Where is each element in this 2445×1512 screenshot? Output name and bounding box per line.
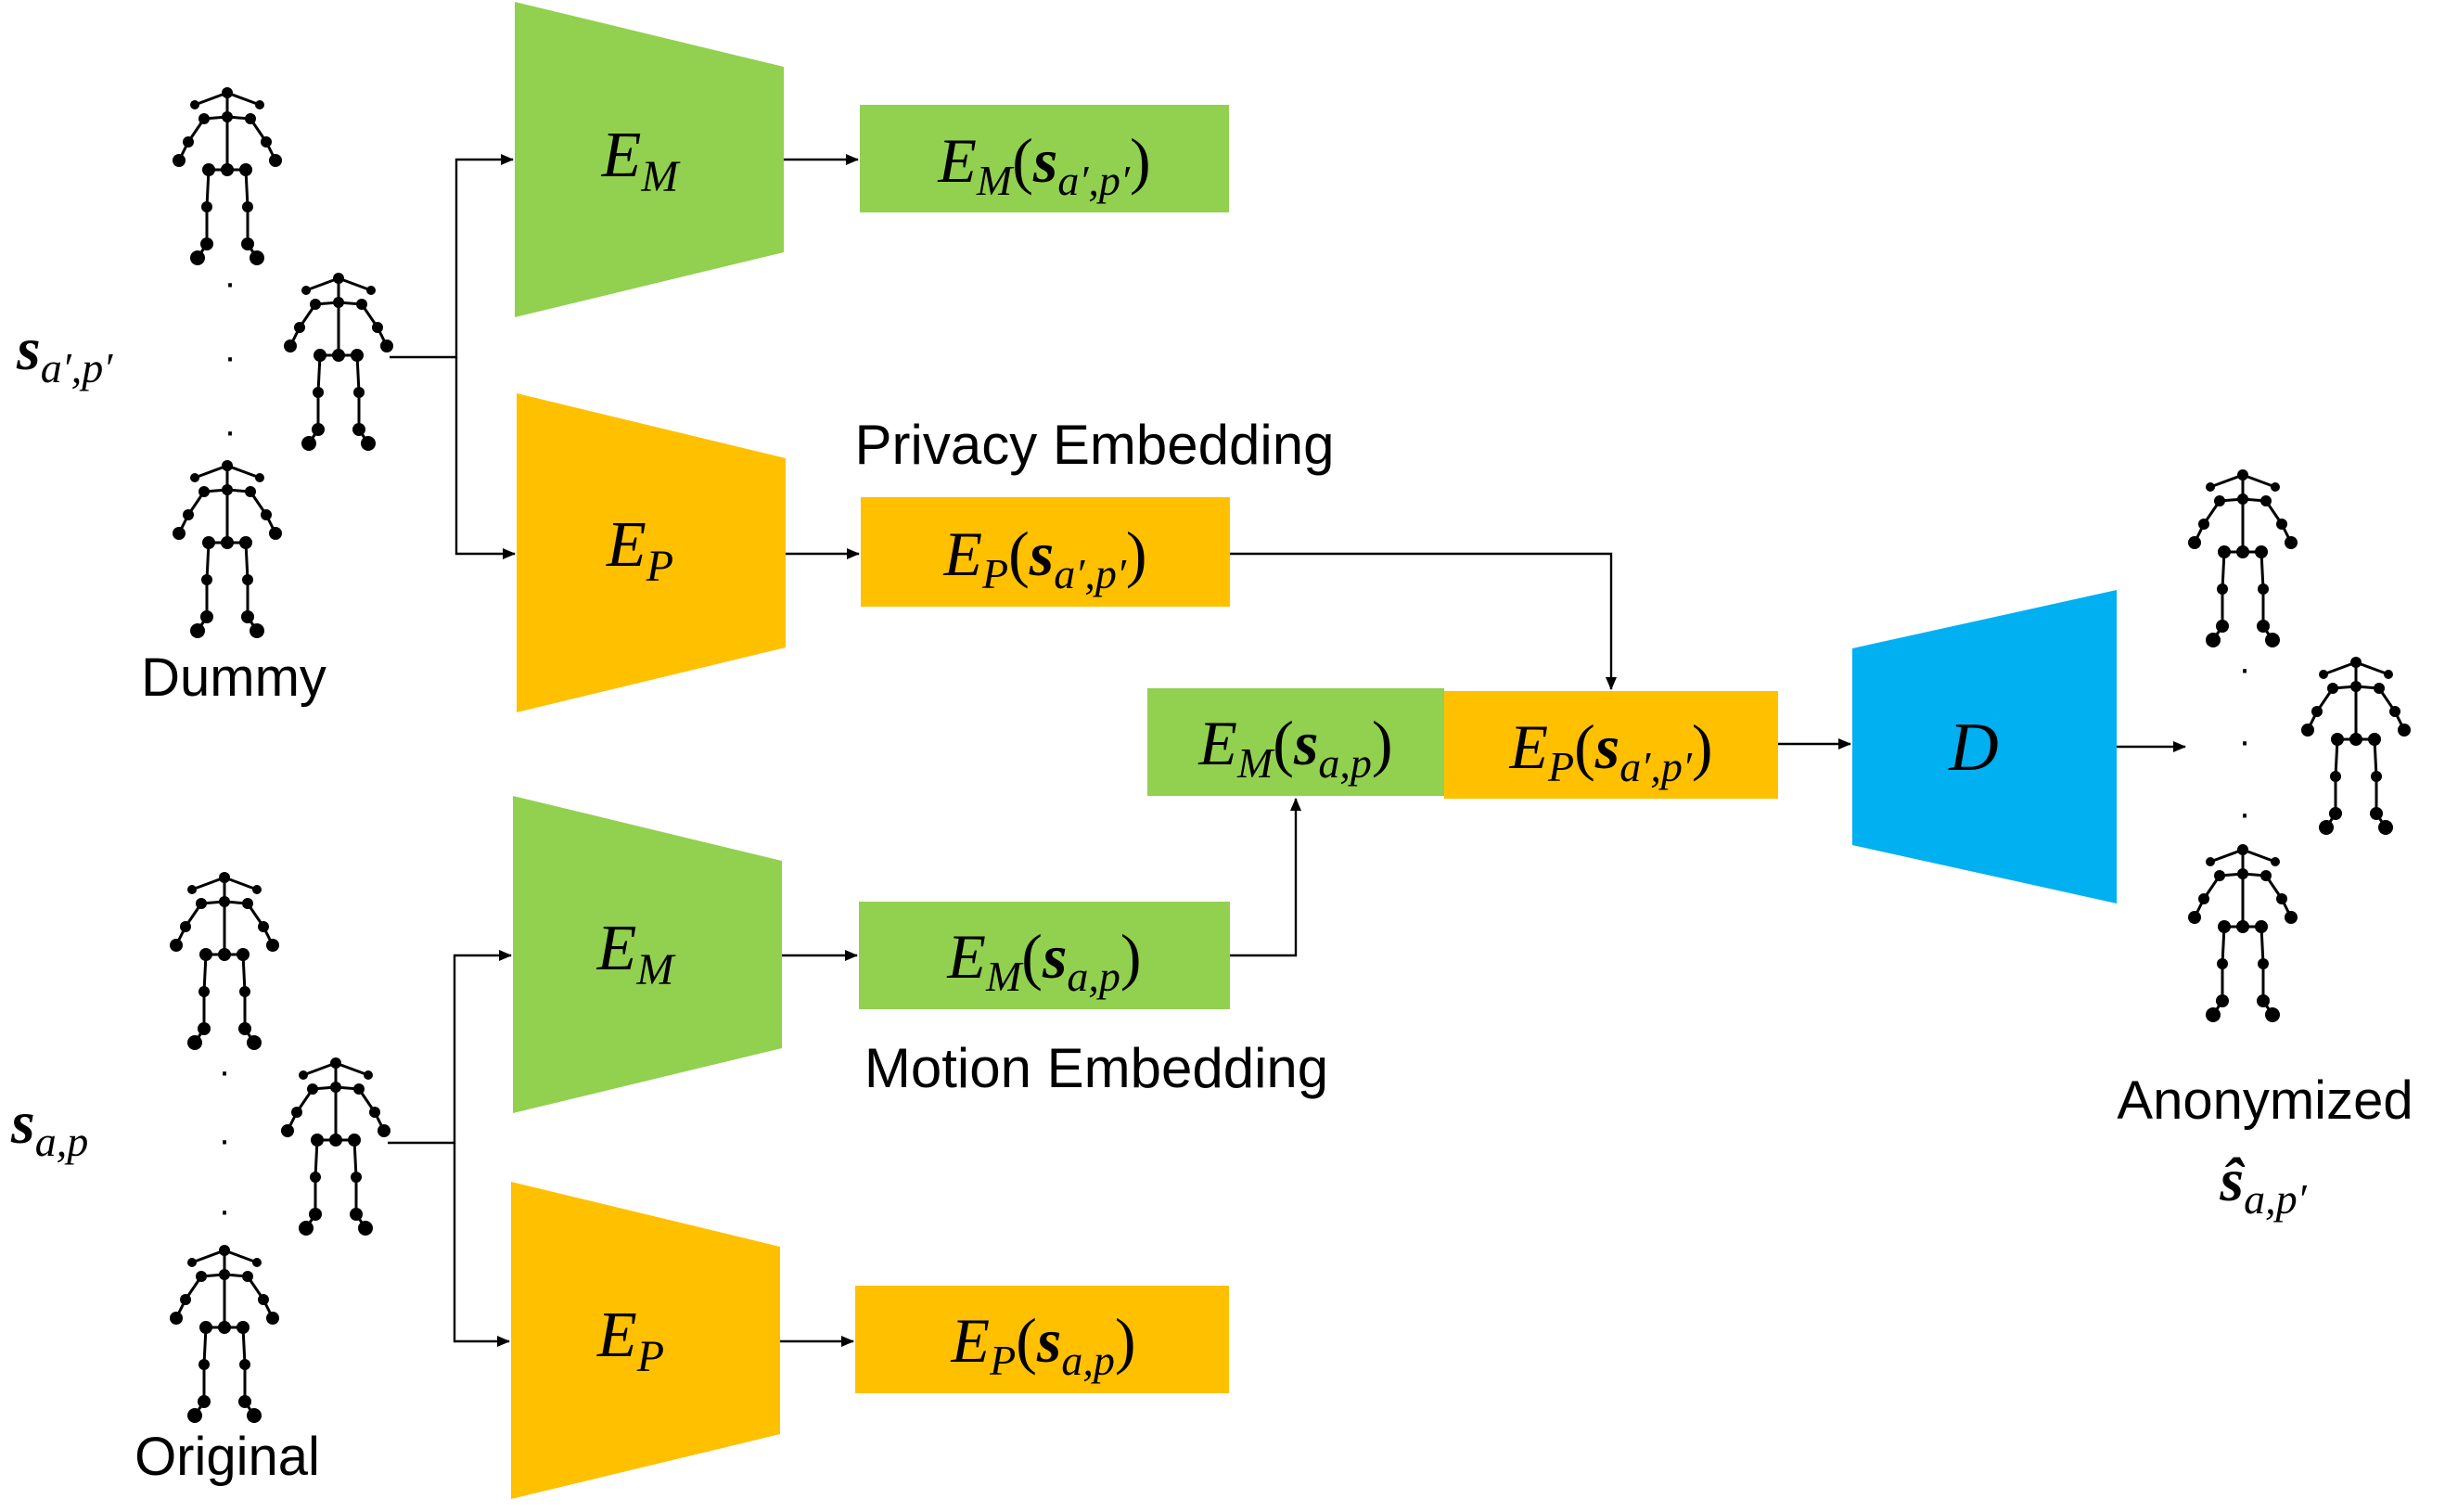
skeleton-figure bbox=[171, 85, 284, 267]
combo-ep-box bbox=[1444, 691, 1778, 799]
skeleton-figure bbox=[2299, 655, 2413, 837]
skeleton-figure bbox=[168, 870, 281, 1052]
ellipsis-dot: · bbox=[224, 411, 236, 452]
decoder bbox=[1852, 590, 2117, 903]
arrow-dummy-to-ep bbox=[454, 357, 516, 559]
privacy-encoder-bottom-label: EP bbox=[596, 1300, 664, 1381]
original-input-symbol: sa,p bbox=[10, 1089, 88, 1165]
dummy-label: Dummy bbox=[141, 647, 326, 708]
motion-embedding-label: Motion Embedding bbox=[864, 1037, 1328, 1099]
original-connectors bbox=[388, 798, 1301, 1347]
arrow-ep-dummy-to-combo bbox=[1230, 552, 1617, 690]
dummy-connectors bbox=[390, 154, 1617, 690]
ellipsis-dot: · bbox=[224, 337, 236, 378]
original-skeleton-group: · · · bbox=[168, 870, 392, 1425]
skeleton-figure bbox=[168, 1243, 281, 1425]
privacy-encoder-top bbox=[517, 393, 786, 712]
ellipsis-dot: · bbox=[218, 1051, 230, 1092]
em-dummy-label: EM(sa′,p′) bbox=[937, 125, 1150, 204]
em-orig-label: EM(sa,p) bbox=[946, 921, 1141, 1000]
ellipsis-dot: · bbox=[2238, 648, 2250, 689]
arrow-em-orig-to-combo bbox=[1230, 798, 1301, 957]
skeleton-figure bbox=[2186, 842, 2299, 1024]
privacy-encoder-top-label: EP bbox=[606, 509, 673, 591]
ellipsis-dot: · bbox=[2238, 721, 2250, 762]
decoder-label: D bbox=[1948, 710, 1998, 786]
privacy-embedding-label: Privacy Embedding bbox=[855, 414, 1335, 476]
motion-encoder-bottom-label: EM bbox=[596, 913, 677, 994]
motion-encoder-top bbox=[515, 2, 784, 317]
dummy-skeleton-group: · · · bbox=[171, 85, 395, 640]
arrow-dummy-to-em bbox=[390, 154, 514, 359]
ep-orig-label: EP(sa,p) bbox=[951, 1305, 1136, 1384]
ep-dummy-box bbox=[861, 497, 1230, 607]
ellipsis-dot: · bbox=[224, 263, 236, 303]
anonymized-skeleton-group: · · · bbox=[2186, 468, 2413, 1024]
dummy-input-symbol: sa′,p′ bbox=[16, 315, 113, 391]
skeleton-figure bbox=[279, 1056, 392, 1237]
combo-em-box bbox=[1147, 688, 1444, 796]
skeleton-figure bbox=[282, 271, 395, 453]
skeleton-figure bbox=[2186, 468, 2299, 649]
ellipsis-dot: · bbox=[2238, 793, 2250, 834]
combo-ep-label: EP(sa′,p′) bbox=[1508, 711, 1712, 790]
privacy-encoder-bottom bbox=[511, 1182, 780, 1499]
combo-em-label: EM(sa,p) bbox=[1197, 708, 1392, 787]
arrow-orig-to-ep bbox=[453, 1143, 510, 1347]
anonymized-output-symbol: ŝa,p′ bbox=[2219, 1147, 2307, 1223]
original-label: Original bbox=[134, 1427, 320, 1487]
em-orig-box bbox=[859, 902, 1230, 1009]
motion-encoder-bottom bbox=[513, 796, 782, 1113]
skeleton-figure bbox=[171, 458, 284, 640]
arrow-orig-to-em bbox=[388, 950, 512, 1145]
em-dummy-box bbox=[860, 105, 1229, 212]
ellipsis-dot: · bbox=[218, 1120, 230, 1160]
motion-encoder-top-label: EM bbox=[601, 120, 682, 201]
ep-dummy-label: EP(sa′,p′) bbox=[942, 519, 1146, 597]
ep-orig-box bbox=[855, 1286, 1229, 1393]
ellipsis-dot: · bbox=[218, 1190, 230, 1231]
anonymized-label: Anonymized bbox=[2117, 1070, 2413, 1131]
